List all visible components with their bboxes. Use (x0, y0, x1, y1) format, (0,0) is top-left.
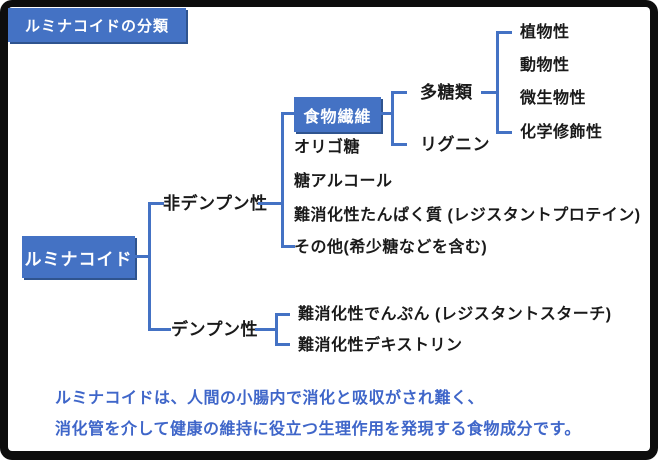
polytype-microbial: 微生物性 (520, 90, 587, 107)
diagram-title: ルミナコイドの分類 (24, 17, 169, 35)
starch-item-resistant-starch: 難消化性でんぷん (レジスタントスターチ) (298, 306, 612, 323)
connector-trunk-to-starch (148, 328, 171, 331)
nonstarch-item-resistant-protein: 難消化性たんぱく質 (レジスタントプロテイン) (294, 207, 641, 224)
bracket-polytypes-vertical (496, 31, 499, 134)
connector-trunk-to-nonstarch (148, 202, 164, 205)
bracket-starch-bottom-stub (275, 343, 290, 346)
starch-item-resistant-dextrin: 難消化性デキストリン (298, 337, 463, 354)
bracket-polytypes-bottom-stub (496, 131, 512, 134)
caption-line-2: 消化管を介して健康の維持に役立つ生理作用を発現する食物成分です。 (55, 421, 581, 438)
bracket-fiber-vertical (391, 91, 394, 146)
connector-trunk-vertical (148, 202, 151, 331)
diagram-background (8, 7, 650, 451)
bracket-polytypes-top-stub (496, 31, 512, 34)
fiber-node-box: 食物繊維 (294, 97, 381, 132)
polytype-chemically-modified: 化学修飾性 (520, 124, 603, 141)
root-node-label: ルミナコイド (24, 249, 133, 269)
bracket-nonstarch-bottom-stub (281, 245, 295, 248)
lignin-label: リグニン (420, 135, 490, 154)
root-node-box: ルミナコイド (22, 236, 135, 278)
connector-fiber-inlet (381, 112, 394, 115)
nonstarch-item-sugar-alcohol: 糖アルコール (294, 173, 393, 190)
connector-nonstarch-inlet (258, 202, 283, 205)
caption-text: ルミナコイドは、人間の小腸内で消化と吸収がされ難く、 消化管を介して健康の維持に… (55, 383, 581, 445)
polytype-animal: 動物性 (520, 57, 570, 74)
connector-polysaccharide-inlet (481, 91, 499, 94)
caption-line-1: ルミナコイドは、人間の小腸内で消化と吸収がされ難く、 (55, 390, 485, 407)
fiber-node-label: 食物繊維 (303, 108, 372, 126)
bracket-starch-vertical (275, 313, 278, 346)
bracket-nonstarch-top-stub (281, 112, 295, 115)
nonstarch-item-others: その他(希少糖などを含む) (294, 239, 488, 256)
polytype-plant: 植物性 (520, 24, 570, 41)
branch-starch-label: デンプン性 (171, 320, 258, 339)
connector-root-to-trunk (135, 255, 150, 258)
nonstarch-item-oligosaccharide: オリゴ糖 (294, 139, 361, 156)
title-badge: ルミナコイドの分類 (8, 8, 186, 42)
polysaccharide-label: 多糖類 (420, 83, 473, 102)
bracket-fiber-top-stub (391, 91, 407, 94)
connector-starch-inlet (255, 328, 278, 331)
branch-non-starch-label: 非デンプン性 (163, 194, 268, 213)
bracket-starch-top-stub (275, 313, 290, 316)
bracket-nonstarch-vertical (281, 112, 284, 248)
bracket-fiber-bottom-stub (391, 143, 407, 146)
